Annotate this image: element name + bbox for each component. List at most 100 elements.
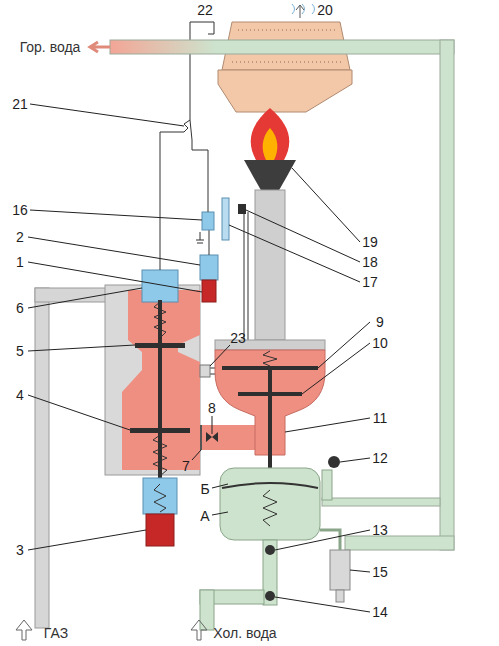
gas-tube [198, 425, 258, 450]
callout-number: 15 [372, 565, 388, 579]
leader-line [210, 345, 230, 366]
bimetal-sensor [184, 120, 192, 140]
water-pipe [322, 498, 440, 506]
pilot-burner [238, 204, 246, 214]
water-channel [263, 540, 277, 605]
fins [232, 62, 342, 63]
callout-number: 9 [376, 315, 384, 329]
flow-label: Гор. вода [20, 40, 81, 54]
leader-line [28, 530, 146, 550]
regulator-screw [336, 590, 344, 602]
exhaust-arrow [296, 5, 304, 18]
flow-arrow [16, 620, 32, 640]
callout-number: 18 [362, 255, 378, 269]
leader-line [212, 484, 228, 488]
check-ball [328, 456, 340, 468]
callout-number: 17 [362, 275, 378, 289]
leader-line [340, 458, 370, 462]
leader-line [246, 210, 360, 262]
thermocouple [222, 198, 229, 240]
pipe-joint [441, 537, 453, 549]
gas-pipe [35, 288, 49, 628]
ground-symbol [196, 232, 204, 243]
pipe-joint [201, 591, 213, 603]
leader-line [30, 210, 202, 220]
callout-number: 1 [16, 255, 24, 269]
leader-line [28, 262, 202, 292]
callout-number: 6 [16, 301, 24, 315]
spring [153, 435, 167, 476]
flame [251, 108, 290, 160]
water-pipe [440, 40, 454, 550]
nozzle-ring [200, 425, 202, 450]
callout-number: 14 [372, 605, 388, 619]
flow-label: ГАЗ [44, 626, 68, 640]
regulator-15 [330, 550, 350, 590]
leader-line [192, 450, 201, 460]
pilot-outlet [200, 365, 210, 377]
piezo-body [200, 255, 218, 280]
water-block [220, 468, 320, 540]
solenoid [142, 270, 178, 302]
leader-line [285, 418, 370, 432]
flow-label: Хол. вода [213, 626, 276, 640]
callout-number: 19 [362, 235, 378, 249]
leader-lines [28, 104, 370, 612]
callout-number: 5 [16, 344, 24, 358]
piezo-button [202, 280, 216, 302]
pipe-joint [36, 289, 48, 301]
callout-number: 16 [12, 203, 28, 217]
ball-valve [265, 591, 275, 601]
leader-line [318, 322, 370, 368]
callout-number: 23 [230, 331, 246, 345]
wire [209, 230, 210, 255]
callout-number: 13 [372, 523, 388, 537]
water-pipe [345, 536, 454, 550]
leader-line [302, 343, 370, 394]
draft-sensor [190, 22, 214, 120]
leader-line [30, 104, 184, 126]
callout-number: 2 [16, 230, 24, 244]
leader-line [212, 512, 228, 515]
callout-number: 12 [372, 451, 388, 465]
spring [154, 484, 166, 512]
button-housing [143, 478, 177, 514]
leader-line [28, 237, 200, 265]
burner [244, 160, 296, 192]
leader-line [212, 416, 213, 434]
bypass-channel [322, 470, 332, 500]
ball-valve [265, 545, 275, 555]
fins [238, 30, 336, 31]
ignition-electrode [202, 212, 214, 230]
leader-line [28, 288, 142, 308]
callout-number: 10 [372, 336, 388, 350]
leader-line [28, 395, 130, 430]
flow-arrow [191, 620, 207, 640]
valve-stem [268, 368, 272, 480]
leader-line [275, 597, 370, 612]
flame-core [263, 128, 278, 160]
spring [263, 490, 277, 526]
spring [263, 351, 277, 366]
callout-number: 20 [317, 3, 333, 17]
wire [160, 132, 184, 270]
valve-body [105, 285, 200, 475]
cold-water-pipe [200, 590, 264, 604]
callout-number: 7 [182, 459, 190, 473]
callout-number: 22 [197, 3, 213, 17]
leader-line [275, 530, 370, 550]
valve-disk [130, 428, 190, 433]
callout-number: 8 [208, 401, 216, 415]
burner-tube [255, 190, 285, 340]
wire [192, 140, 208, 212]
hot-water-pipe [110, 40, 454, 54]
pipe-joint [441, 41, 453, 53]
leader-line [28, 345, 135, 351]
callout-number: 4 [16, 388, 24, 402]
callout-number: 11 [373, 411, 388, 425]
leader-line [350, 570, 370, 572]
push-button [146, 514, 174, 546]
callout-number: 3 [16, 543, 24, 557]
